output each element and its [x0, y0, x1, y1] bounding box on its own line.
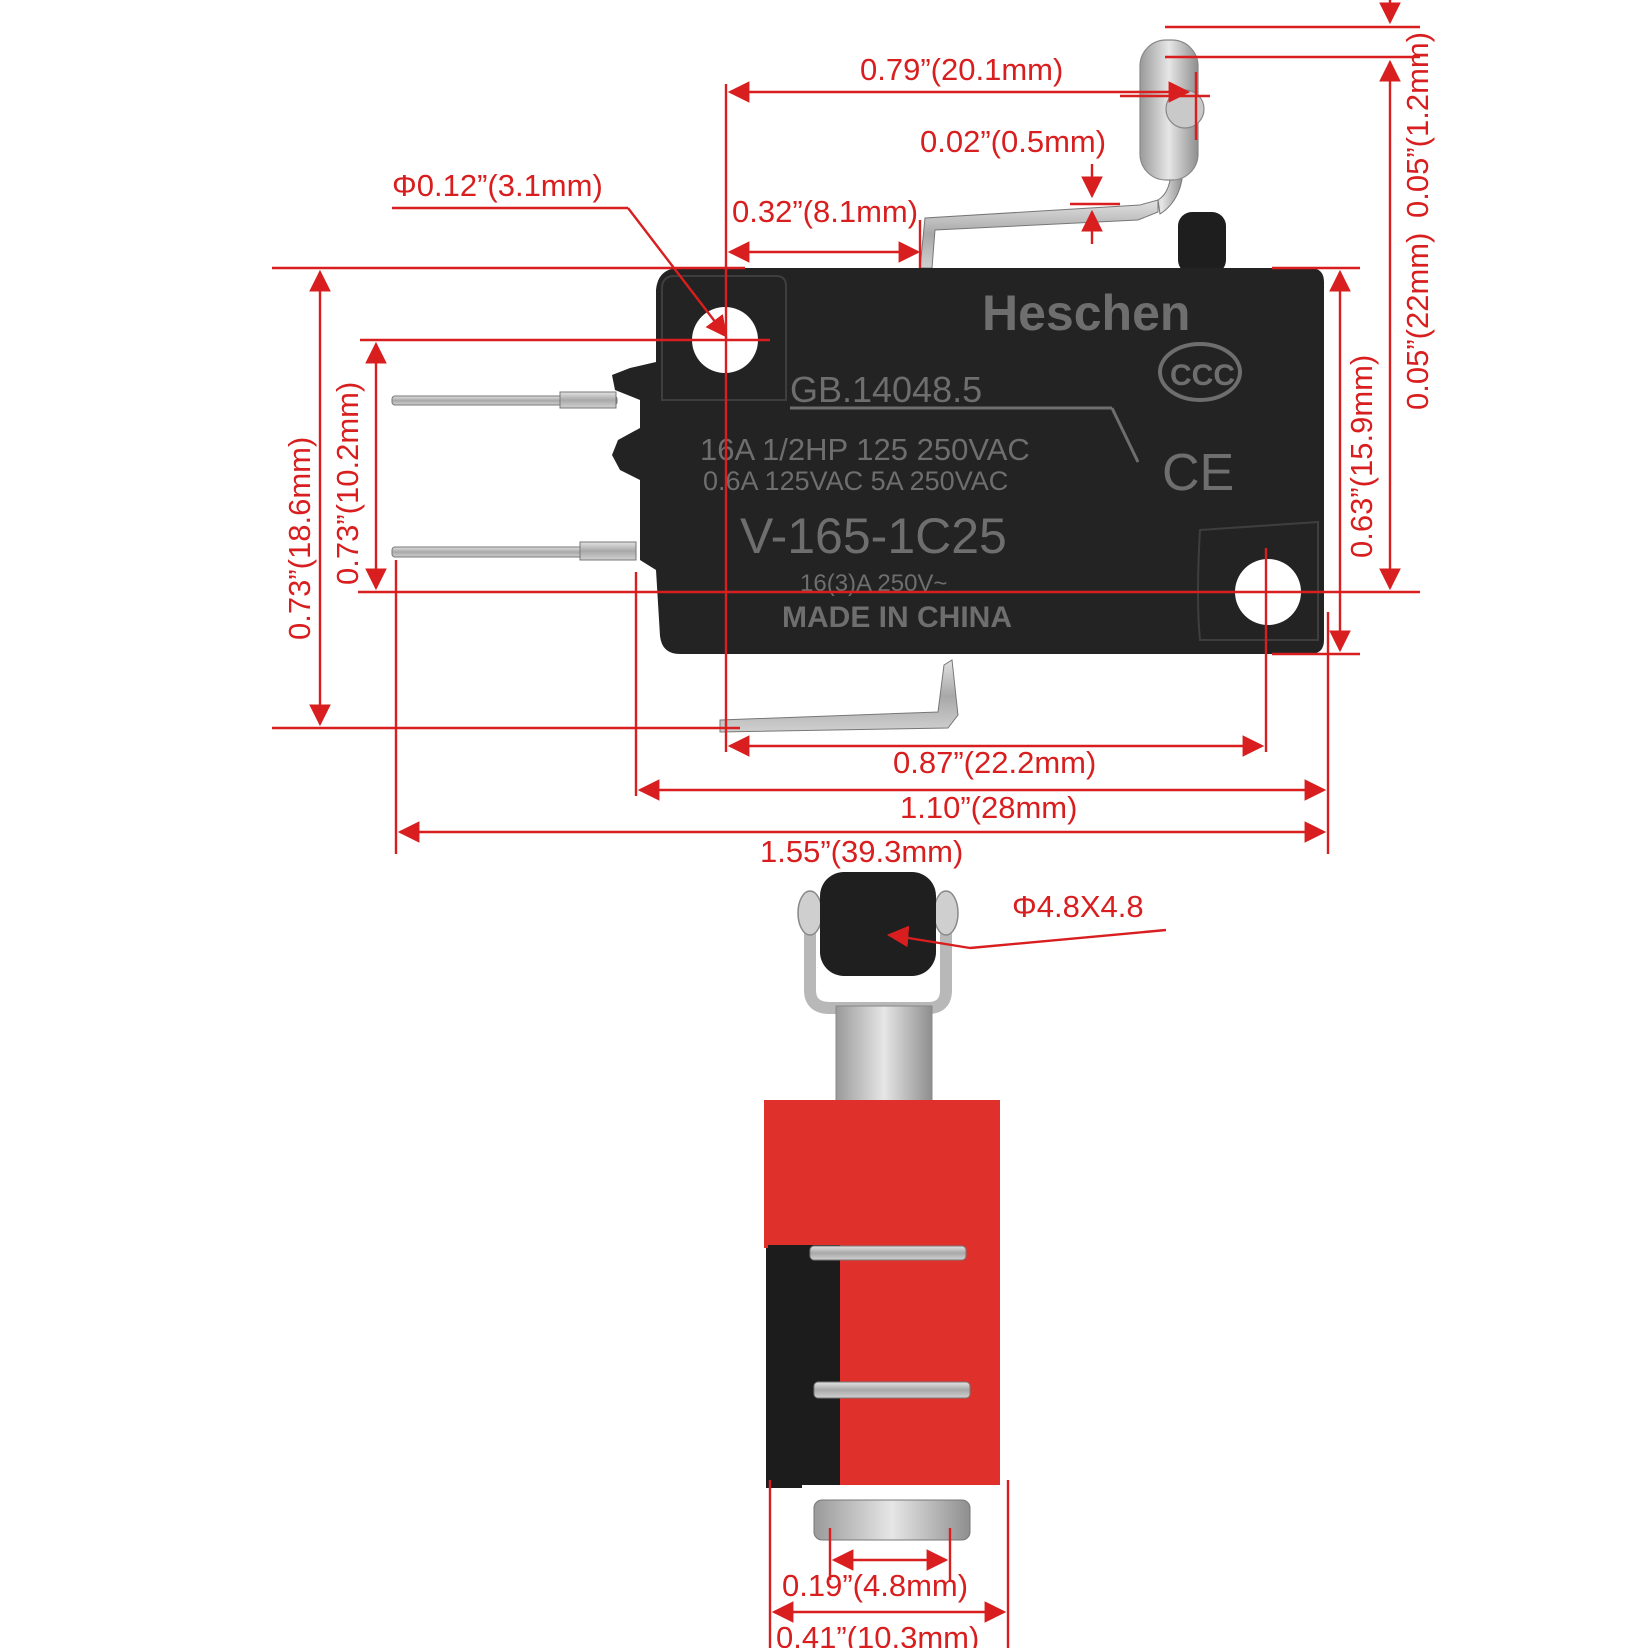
- dim-body-length: 1.10”(28mm): [900, 790, 1077, 825]
- svg-text:CCC: CCC: [1170, 359, 1235, 392]
- dim-outer-height: 0.73”(18.6mm): [282, 437, 317, 640]
- dim-total-height: 0.05”(22mm): [1400, 233, 1435, 410]
- plunger: [1178, 212, 1226, 274]
- dim-lever-thickness: 0.02”(0.5mm): [920, 124, 1106, 159]
- dim-roller-size: Φ4.8X4.8: [1012, 889, 1144, 924]
- side-terminal-bottom: [813, 1499, 971, 1541]
- dim-hole-diameter: Φ0.12”(3.1mm): [392, 168, 603, 203]
- body-red-side: [840, 1245, 1000, 1485]
- side-terminal-top: [809, 1245, 967, 1261]
- switch-body: Heschen GB.14048.5 CCC CE 16A 1/2HP 125 …: [612, 268, 1324, 654]
- side-terminal-middle: [813, 1381, 971, 1399]
- dim-body-height: 0.63”(15.9mm): [1344, 355, 1379, 558]
- standard-label: GB.14048.5: [790, 369, 982, 410]
- dim-body-width: 0.41”(10.3mm): [776, 1620, 979, 1648]
- dim-roller-width: 0.19”(4.8mm): [782, 1568, 968, 1603]
- rating-line-2: 0.6A 125VAC 5A 250VAC: [703, 466, 1008, 496]
- dim-lever-offset: 0.32”(8.1mm): [732, 194, 918, 229]
- dim-overall-length: 1.55”(39.3mm): [760, 834, 963, 869]
- ce-mark: CE: [1162, 444, 1234, 502]
- lever-strip: [835, 1005, 933, 1115]
- model-label: V-165-1C25: [740, 508, 1007, 564]
- terminal-top: [391, 391, 618, 409]
- dim-roller-top: 0.05”(1.2mm): [1400, 32, 1435, 218]
- ccc-mark: CCC: [1158, 342, 1242, 402]
- lever-roller: [1139, 39, 1205, 181]
- dim-hole-spacing-vertical: 0.73”(10.2mm): [330, 382, 365, 585]
- dim-lever-length: 0.79”(20.1mm): [860, 52, 1063, 87]
- dim-hole-spacing-horizontal: 0.87”(22.2mm): [893, 745, 1096, 780]
- dimension-lines: [272, 0, 1420, 854]
- rating-line-1: 16A 1/2HP 125 250VAC: [700, 432, 1030, 467]
- origin-label: MADE IN CHINA: [782, 601, 1012, 634]
- side-dimension-lines: [768, 925, 1167, 1648]
- roller: [820, 872, 936, 976]
- brand-label: Heschen: [982, 285, 1190, 341]
- switch-top-view: Heschen GB.14048.5 CCC CE 16A 1/2HP 125 …: [391, 39, 1324, 733]
- body-red-top: [764, 1100, 1000, 1248]
- switch-side-view: [764, 872, 1000, 1541]
- terminal-bottom: [719, 659, 959, 733]
- terminal-middle: [391, 541, 637, 561]
